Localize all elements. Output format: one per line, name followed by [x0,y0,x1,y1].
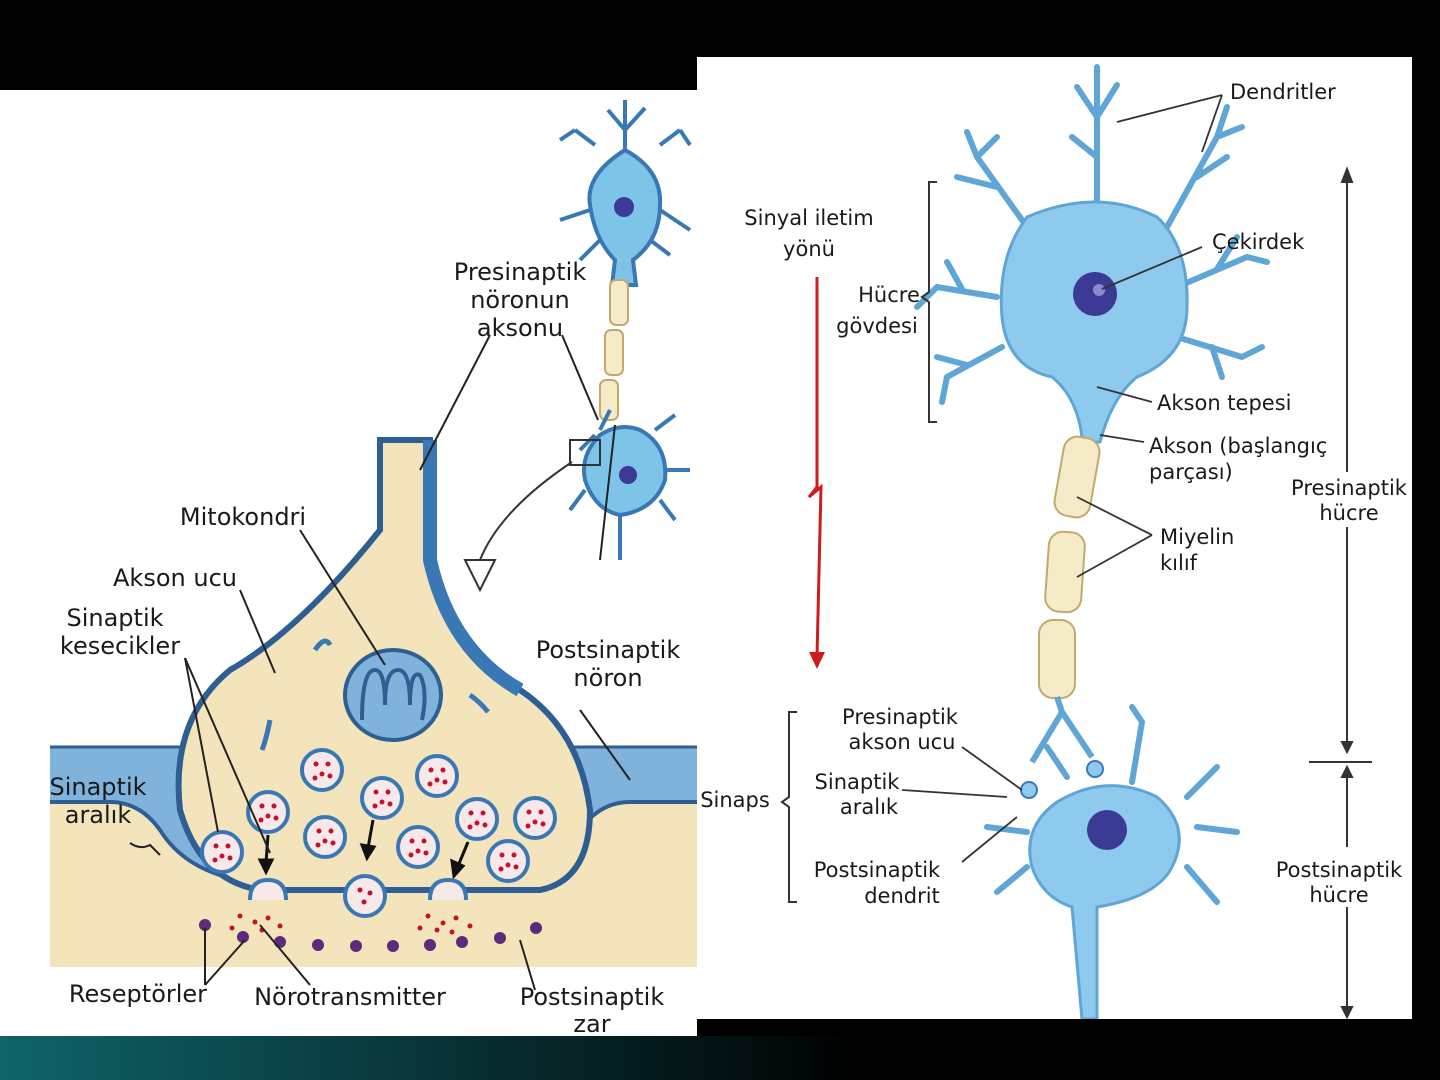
label-synaptic-cleft-r-2: aralık [840,795,899,819]
label-signal-direction-1: Sinyal iletim [744,206,873,230]
svg-text:gövdesi: gövdesi [836,314,918,338]
svg-text:Miyelin: Miyelin [1160,525,1234,549]
svg-text:Akson tepesi: Akson tepesi [1157,391,1291,415]
label-synaptic-vesicles-2: kesecikler [60,632,180,660]
svg-text:Sinyal iletim: Sinyal iletim [744,206,873,230]
label-cell-body-2: gövdesi [836,314,918,338]
neurotransmitter-dots [229,887,473,935]
label-synaptic-cleft-2: aralık [65,801,132,829]
svg-text:kılıf: kılıf [1160,551,1198,575]
label-axon-terminal: Akson ucu [113,564,237,592]
synaptic-vesicles [200,748,557,883]
svg-text:dendrit: dendrit [864,884,940,908]
label-synapse: Sinaps [700,788,770,812]
label-presynaptic-terminal-1: Presinaptik [842,705,959,729]
label-axon-hillock: Akson tepesi [1157,391,1291,415]
mini-axon [599,279,629,421]
zoom-box [569,439,601,466]
postsynaptic-dendrites [984,704,1240,905]
brackets [780,181,937,903]
svg-text:kesecikler: kesecikler [60,632,180,660]
svg-text:Postsinaptik: Postsinaptik [520,983,665,1011]
label-presynaptic-axon-3: aksonu [477,314,563,342]
svg-text:aralık: aralık [65,801,132,829]
svg-text:Presinaptik: Presinaptik [842,705,959,729]
svg-text:nöron: nöron [573,664,642,692]
label-postsynaptic-cell-2: hücre [1309,883,1368,907]
mitochondrion [343,648,443,742]
postsynaptic-cell-body [1028,784,1181,1019]
signal-direction-arrow [807,277,823,658]
svg-text:hücre: hücre [1319,501,1378,525]
label-presynaptic-cell-2: hücre [1319,501,1378,525]
label-synaptic-cleft-1: Sinaptik [49,773,146,801]
label-postsynaptic-membrane-1: Postsinaptik [520,983,665,1011]
svg-text:yönü: yönü [783,237,835,261]
svg-text:Postsinaptik: Postsinaptik [814,858,941,882]
svg-text:hücre: hücre [1309,883,1368,907]
svg-text:Sinaps: Sinaps [700,788,770,812]
label-postsynaptic-dendrite-2: dendrit [864,884,940,908]
svg-text:Sinaptik: Sinaptik [66,604,163,632]
label-synaptic-cleft-r-1: Sinaptik [815,770,901,794]
svg-text:nöronun: nöronun [470,286,570,314]
axon [1038,435,1101,699]
svg-text:aksonu: aksonu [477,314,563,342]
svg-text:Akson (başlangıç: Akson (başlangıç [1149,434,1327,458]
svg-text:aralık: aralık [840,795,899,819]
dendrites [914,64,1270,405]
svg-text:Presinaptik: Presinaptik [1291,476,1408,500]
svg-text:Sinaptik: Sinaptik [49,773,146,801]
label-signal-direction-2: yönü [783,237,835,261]
svg-text:Dendritler: Dendritler [1230,80,1336,104]
label-presynaptic-terminal-2: akson ucu [849,730,956,754]
svg-text:akson ucu: akson ucu [849,730,956,754]
label-receptors: Reseptörler [69,980,207,1008]
svg-text:Postsinaptik: Postsinaptik [1276,858,1403,882]
svg-text:Akson ucu: Akson ucu [113,564,237,592]
mini-postsynaptic-neuron [568,409,690,560]
label-postsynaptic-cell-1: Postsinaptik [1276,858,1403,882]
label-nucleus: Çekirdek [1212,230,1305,254]
label-myelin-2: kılıf [1160,551,1198,575]
label-myelin-1: Miyelin [1160,525,1234,549]
svg-text:Sinaptik: Sinaptik [815,770,901,794]
label-presynaptic-axon-2: nöronun [470,286,570,314]
postsynaptic-nucleus [1087,810,1127,850]
svg-text:Nörotransmitter: Nörotransmitter [254,983,446,1011]
label-postsynaptic-dendrite-1: Postsinaptik [814,858,941,882]
vesicle-contents [212,761,546,872]
label-presynaptic-cell-1: Presinaptik [1291,476,1408,500]
label-presynaptic-axon-1: Presinaptik [454,258,587,286]
label-postsynaptic-neuron-2: nöron [573,664,642,692]
svg-text:Mitokondri: Mitokondri [180,503,306,531]
label-neurotransmitter: Nörotransmitter [254,983,446,1011]
cell-body [999,200,1189,444]
neuron-diagram-panel: Dendritler Sinyal iletim yönü Çekirdek H… [697,57,1412,1019]
label-synaptic-vesicles-1: Sinaptik [66,604,163,632]
receptors [199,919,542,952]
label-dendrites: Dendritler [1230,80,1336,104]
slide-bottom-band [0,1036,1440,1080]
svg-text:Hücre: Hücre [858,283,920,307]
svg-text:Çekirdek: Çekirdek [1212,230,1305,254]
label-axon-initial-2: parçası) [1149,460,1233,484]
synapse-diagram: Presinaptik nöronun aksonu Mitokondri Ak… [49,100,697,1036]
label-postsynaptic-neuron-1: Postsinaptik [536,636,681,664]
label-axon-initial-1: Akson (başlangıç [1149,434,1327,458]
fusing-vesicles [248,874,468,918]
label-mitochondria: Mitokondri [180,503,306,531]
neuron-diagram: Dendritler Sinyal iletim yönü Çekirdek H… [700,64,1408,1019]
svg-text:zar: zar [573,1010,610,1036]
svg-text:parçası): parçası) [1149,460,1233,484]
svg-text:Postsinaptik: Postsinaptik [536,636,681,664]
mini-presynaptic-neuron [558,100,692,287]
label-postsynaptic-membrane-2: zar [573,1010,610,1036]
label-cell-body-1: Hücre [858,283,920,307]
svg-text:Presinaptik: Presinaptik [454,258,587,286]
axon-terminals [1029,696,1095,764]
synapse-diagram-panel: Presinaptik nöronun aksonu Mitokondri Ak… [0,90,697,1036]
svg-text:Reseptörler: Reseptörler [69,980,207,1008]
